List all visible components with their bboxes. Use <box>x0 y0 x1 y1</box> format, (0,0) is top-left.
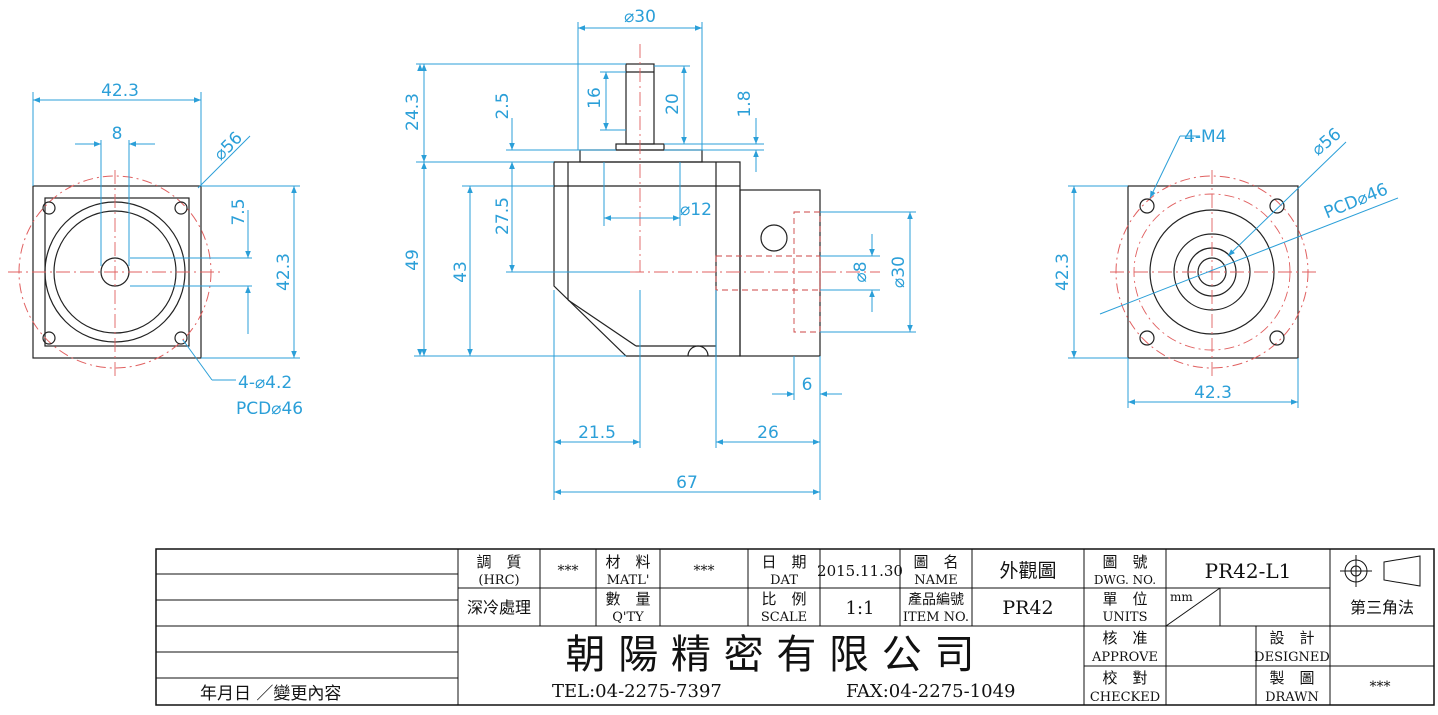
name-label-zh: 圖 名 <box>913 553 958 571</box>
approve-label-zh: 核 准 <box>1102 629 1147 647</box>
units-value: mm <box>1170 590 1193 604</box>
front-dim-shaft-len2: 20 <box>663 93 683 115</box>
designed-label-zh: 設 計 <box>1269 629 1314 647</box>
front-dim-right-w: 26 <box>757 423 779 443</box>
left-view <box>8 170 222 378</box>
drawn-label-en: DRAWN <box>1265 690 1319 705</box>
right-dim-outer: ⌀56 <box>1308 124 1345 160</box>
left-dim-outer: ⌀56 <box>210 128 247 165</box>
left-view-dimensions <box>32 92 300 381</box>
scale-label-en: SCALE <box>761 610 807 625</box>
scale-value: 1:1 <box>846 598 875 619</box>
left-dim-width: 42.3 <box>101 81 139 101</box>
input-flange <box>739 189 821 357</box>
name-value: 外觀圖 <box>999 560 1056 582</box>
right-tap <box>1269 198 1285 214</box>
left-dim-offset: 7.5 <box>229 198 249 225</box>
left-hole <box>42 201 56 215</box>
hrc-value: *** <box>558 563 579 579</box>
date-value: 2015.11.30 <box>817 562 903 580</box>
right-tap <box>1139 330 1155 346</box>
drawn-label-zh: 製 圖 <box>1269 669 1314 687</box>
checked-label-zh: 校 對 <box>1102 669 1147 687</box>
projection-symbol-cone <box>1383 555 1421 587</box>
front-dim-flange-dia: ⌀30 <box>889 256 909 288</box>
right-view <box>1110 170 1320 378</box>
units-label-zh: 單 位 <box>1102 590 1147 608</box>
matl-label-en: MATL' <box>607 573 650 588</box>
hrc-label-zh: 調 質 <box>476 553 521 571</box>
access-hole <box>760 224 788 252</box>
right-dim-width: 42.3 <box>1194 383 1232 403</box>
right-tap <box>1269 330 1285 346</box>
right-tap <box>1139 198 1155 214</box>
front-dim-shaft-dia: ⌀30 <box>624 7 656 27</box>
scale-label-zh: 比 例 <box>761 590 806 608</box>
hrc-label-en: (HRC) <box>478 573 519 588</box>
date-label-zh: 日 期 <box>761 553 806 571</box>
matl-label-zh: 材 料 <box>605 553 650 571</box>
qty-label-en: Q'TY <box>612 610 644 625</box>
housing-body <box>553 161 741 357</box>
dwg-label-zh: 圖 號 <box>1102 553 1147 571</box>
left-hole <box>174 331 188 345</box>
title-block-text: 年月日 ／變更內容 調 質 (HRC) *** 深冷處理 材 料 MATL' *… <box>200 553 1414 705</box>
approve-label-en: APPROVE <box>1091 650 1158 665</box>
front-dim-upper-h: 27.5 <box>493 197 513 235</box>
dwg-value: PR42-L1 <box>1205 559 1292 583</box>
designed-label-en: DESIGNED <box>1254 650 1330 665</box>
matl-value: *** <box>694 563 715 579</box>
right-dim-pcd: PCD⌀46 <box>1321 180 1391 224</box>
left-dim-keyway: 8 <box>112 124 123 144</box>
right-view-dimensions <box>1068 135 1399 408</box>
top-step <box>579 149 703 163</box>
projection-label: 第三角法 <box>1350 598 1414 617</box>
front-dim-bore: ⌀8 <box>851 261 871 282</box>
left-hole <box>42 331 56 345</box>
company-tel: TEL:04-2275-7397 <box>552 681 722 702</box>
qty-label-zh: 數 量 <box>605 590 650 608</box>
name-label-en: NAME <box>914 573 958 588</box>
left-note-pcd: PCD⌀46 <box>236 399 303 419</box>
company-name: 朝 陽 精 密 有 限 公 司 <box>565 632 974 678</box>
front-dim-total-h: 49 <box>403 249 423 271</box>
item-value: PR42 <box>1002 597 1053 619</box>
front-dim-key-len: 16 <box>585 87 605 109</box>
front-dim-left-w: 21.5 <box>578 423 616 443</box>
drawn-value: *** <box>1370 679 1391 695</box>
right-note-taps: 4-M4 <box>1184 127 1226 147</box>
front-dim-total-w: 67 <box>676 473 698 493</box>
left-dim-height: 42.3 <box>274 253 294 291</box>
checked-label-en: CHECKED <box>1090 690 1160 705</box>
front-dim-shoulder: 1.8 <box>735 90 755 117</box>
item-label-en: ITEM NO. <box>903 610 969 625</box>
drain-plug <box>687 345 709 357</box>
front-dim-pilot: ⌀12 <box>680 200 712 220</box>
item-label-zh: 產品編號 <box>908 591 964 608</box>
date-label-en: DAT <box>770 573 798 588</box>
front-dim-body-h: 43 <box>451 261 471 283</box>
front-dim-key-offset: 2.5 <box>493 92 513 119</box>
company-fax: FAX:04-2275-1049 <box>846 681 1016 702</box>
front-dim-flange-t: 6 <box>802 375 813 395</box>
process-value: 深冷處理 <box>467 598 531 617</box>
left-note-holes: 4-⌀4.2 <box>238 373 292 393</box>
left-hole <box>174 201 188 215</box>
front-view <box>553 44 880 357</box>
title-block <box>155 548 1435 706</box>
right-dim-height: 42.3 <box>1053 253 1073 291</box>
dwg-label-en: DWG. NO. <box>1094 573 1156 587</box>
front-dim-shaft-len: 24.3 <box>403 93 423 131</box>
units-label-en: UNITS <box>1102 610 1147 625</box>
front-view-dimensions <box>414 22 916 500</box>
revision-label: 年月日 ／變更內容 <box>200 684 341 704</box>
